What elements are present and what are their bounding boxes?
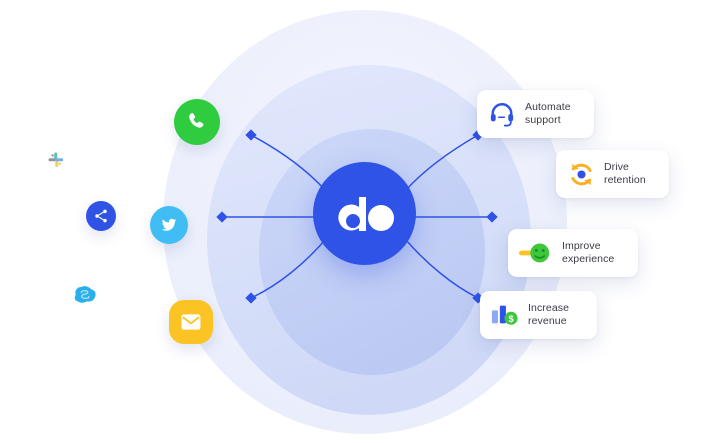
endpoint-upper-left — [245, 129, 257, 141]
connector-lower-right — [405, 239, 479, 299]
benefit-card-label: Improve experience — [562, 240, 615, 265]
benefit-card-increase-revenue[interactable]: $ Increase revenue — [480, 291, 597, 339]
skype-icon — [74, 286, 96, 303]
share-icon — [95, 209, 107, 223]
endpoint-mid-left — [216, 211, 228, 223]
svg-text:$: $ — [508, 314, 514, 324]
channel-email[interactable] — [169, 300, 213, 344]
endpoint-mid-right — [486, 211, 498, 223]
endpoint-lower-left — [245, 292, 257, 304]
channel-skype[interactable] — [68, 277, 102, 311]
twitter-bird-icon — [161, 218, 177, 231]
benefit-card-label: Drive retention — [604, 161, 646, 186]
center-logo-node[interactable]: do — [313, 162, 416, 265]
bar-chart-dollar-icon: $ — [491, 301, 519, 329]
channel-share[interactable] — [86, 201, 116, 231]
channel-whatsapp[interactable] — [174, 99, 220, 145]
envelope-icon — [181, 314, 201, 330]
benefit-card-automate-support[interactable]: Automate support — [477, 90, 594, 138]
headset-icon — [488, 100, 516, 128]
channel-slack[interactable] — [42, 146, 70, 174]
channel-twitter[interactable] — [150, 206, 188, 244]
benefit-card-label: Increase revenue — [528, 302, 570, 327]
benefit-card-drive-retention[interactable]: Drive retention — [556, 150, 669, 198]
benefit-card-label: Automate support — [525, 101, 571, 126]
smiley-gauge-icon — [519, 239, 553, 267]
slack-icon — [48, 152, 64, 168]
refresh-cycle-icon — [567, 160, 595, 188]
connector-lower-left — [250, 239, 326, 299]
do-wordmark — [337, 196, 394, 231]
phone-icon — [189, 113, 204, 128]
connector-lines — [222, 134, 492, 299]
connector-upper-left — [250, 134, 326, 191]
benefit-card-improve-experience[interactable]: Improve experience — [508, 229, 638, 277]
connector-upper-right — [405, 134, 479, 191]
